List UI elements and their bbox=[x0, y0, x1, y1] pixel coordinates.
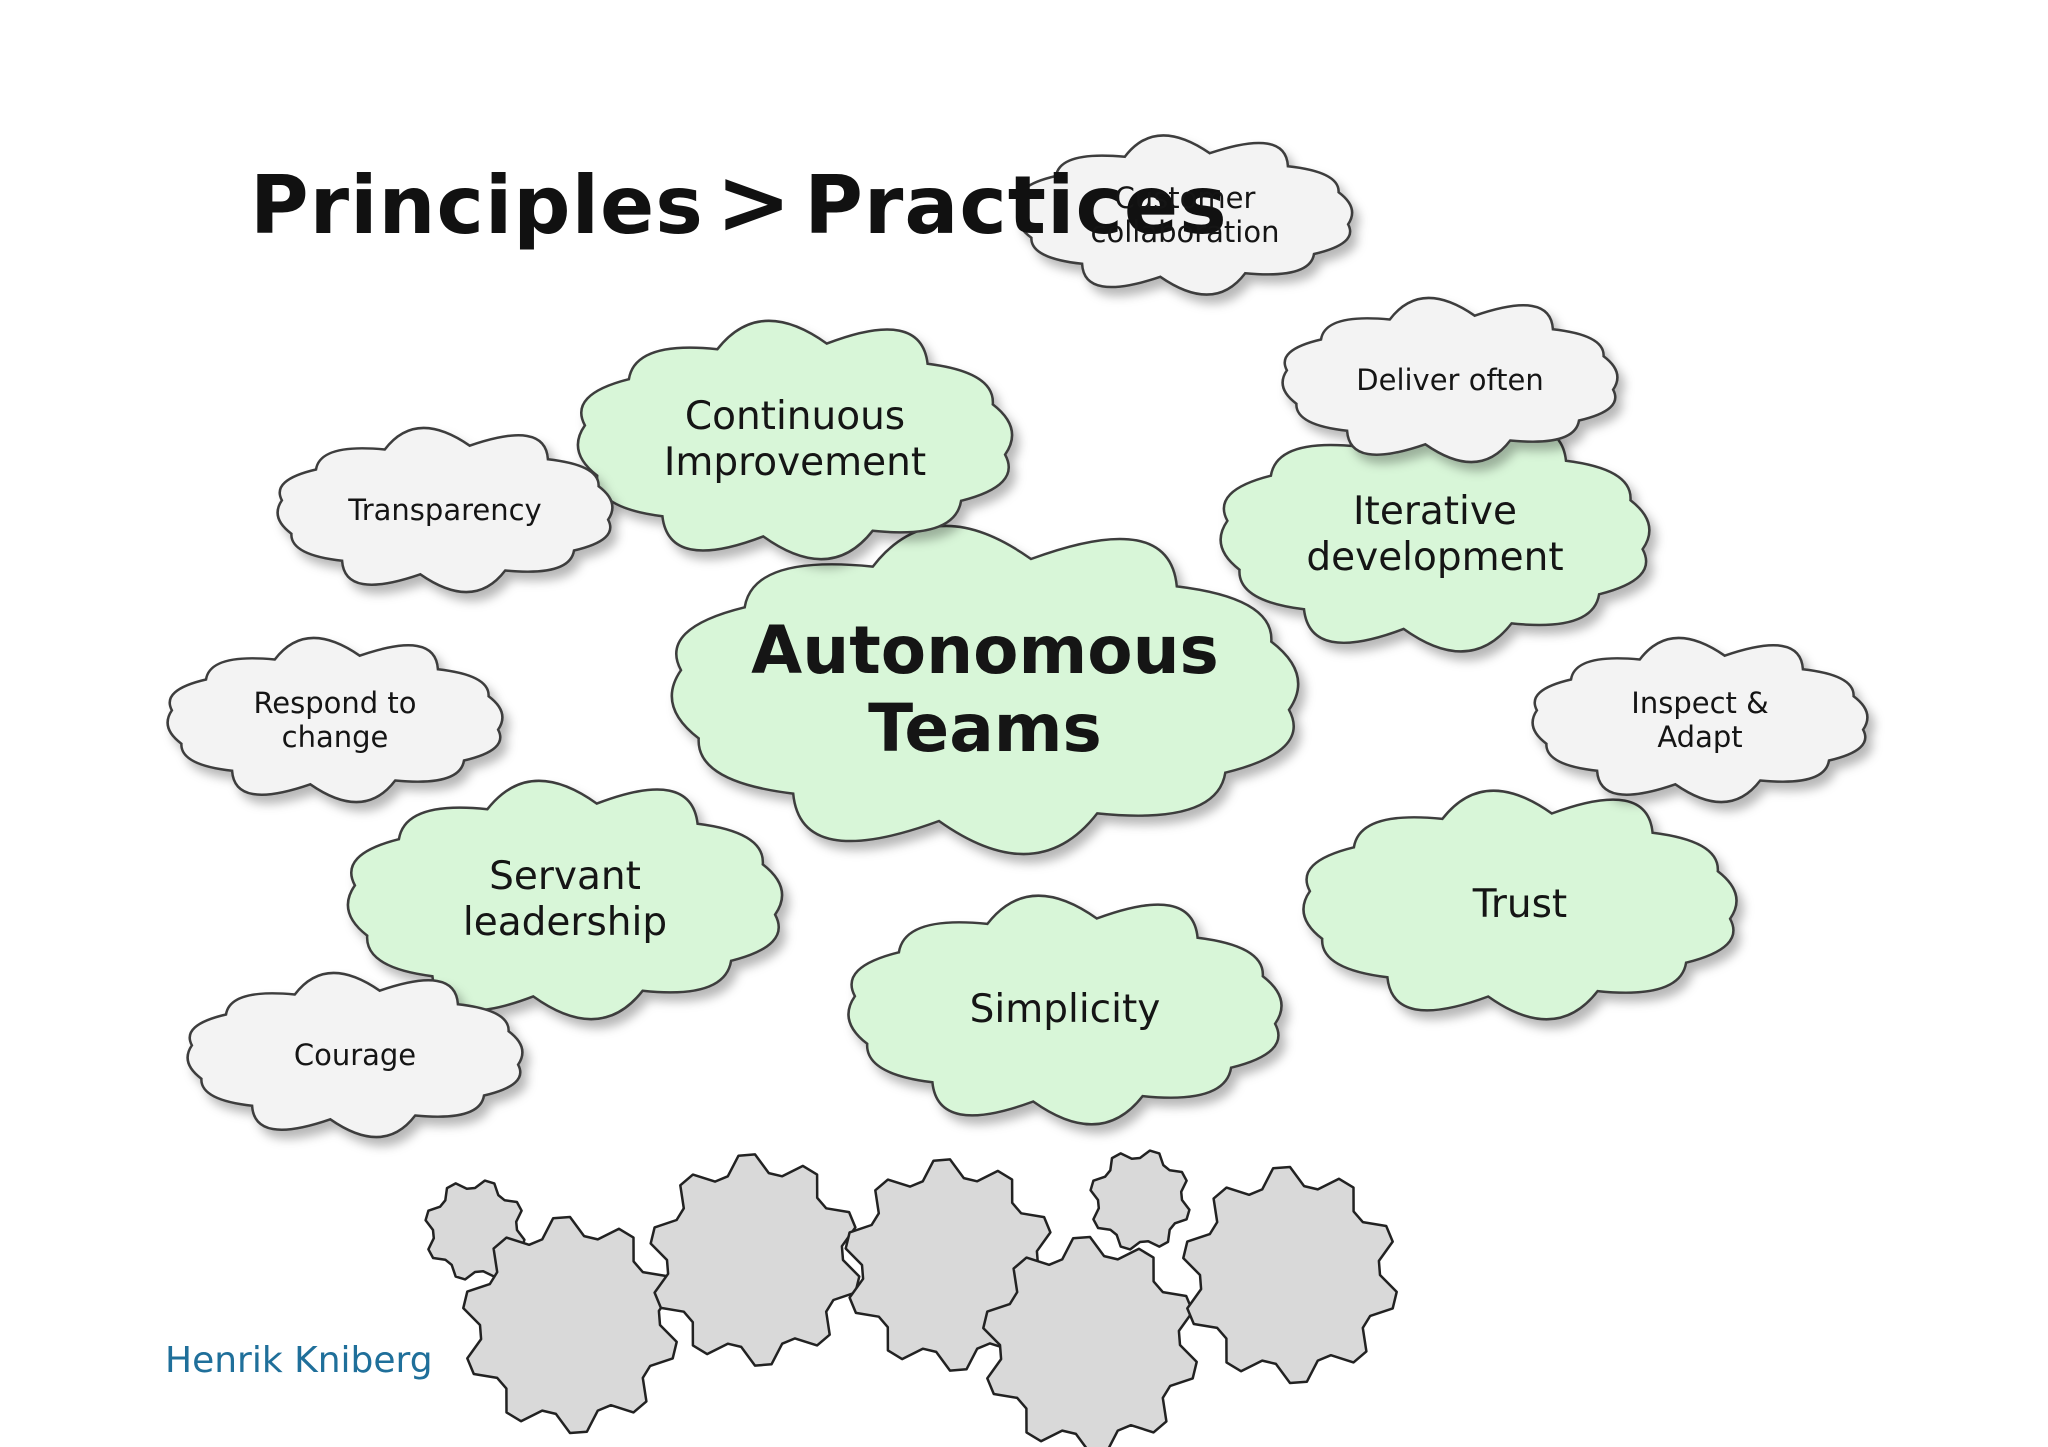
cloud-label-inspect-adapt: Inspect &Adapt bbox=[1631, 686, 1768, 754]
cloud-label-line: Transparency bbox=[348, 492, 542, 527]
gear-icon bbox=[462, 1215, 678, 1435]
cloud-label-line: Deliver often bbox=[1356, 362, 1544, 397]
cloud-label-line: Inspect & bbox=[1631, 685, 1769, 720]
title-greater-than: > bbox=[715, 150, 793, 255]
cloud-layer bbox=[166, 134, 1869, 1139]
cloud-autonomous-teams bbox=[670, 524, 1300, 856]
cloud-continuous-improvement bbox=[576, 319, 1014, 561]
cloud-label-line: leadership bbox=[462, 900, 668, 945]
cloud-label-line: Improvement bbox=[663, 440, 927, 485]
gear-icon bbox=[982, 1235, 1198, 1447]
cloud-label-line: change bbox=[281, 720, 389, 754]
cloud-label-transparency: Transparency bbox=[348, 493, 541, 527]
cloud-label-line: Continuous bbox=[684, 393, 906, 439]
cloud-trust bbox=[1302, 789, 1738, 1021]
page-title: Principles>Practices bbox=[250, 150, 1228, 255]
cloud-label-line: Customer bbox=[1114, 180, 1256, 215]
cloud-iterative-development bbox=[1219, 417, 1651, 653]
cloud-label-line: Teams bbox=[868, 690, 1102, 767]
cloud-label-line: Servant bbox=[489, 853, 641, 899]
cloud-inspect-adapt bbox=[1531, 636, 1869, 804]
cloud-label-deliver-often: Deliver often bbox=[1356, 363, 1543, 397]
cloud-transparency bbox=[276, 426, 614, 594]
cloud-label-line: collaboration bbox=[1090, 215, 1280, 249]
cloud-label-simplicity: Simplicity bbox=[970, 987, 1161, 1033]
gear-cluster bbox=[424, 1149, 1398, 1447]
cloud-servant-leadership bbox=[346, 779, 784, 1021]
cloud-label-line: Iterative bbox=[1353, 488, 1517, 534]
cloud-label-line: Trust bbox=[1472, 881, 1568, 927]
cloud-label-line: Autonomous bbox=[751, 612, 1219, 690]
gear-icon bbox=[649, 1153, 861, 1367]
cloud-label-trust: Trust bbox=[1473, 882, 1567, 928]
cloud-label-line: Simplicity bbox=[969, 986, 1161, 1032]
cloud-label-line: development bbox=[1306, 535, 1564, 580]
cloud-courage bbox=[186, 971, 524, 1139]
cloud-label-line: Adapt bbox=[1657, 720, 1743, 754]
cloud-label-courage: Courage bbox=[294, 1038, 416, 1072]
cloud-label-line: Respond to bbox=[253, 685, 417, 720]
cloud-customer-collaboration bbox=[1016, 134, 1354, 296]
cloud-respond-to-change bbox=[166, 636, 504, 804]
author-credit: Henrik Kniberg bbox=[165, 1340, 433, 1381]
gear-icon bbox=[1182, 1165, 1398, 1385]
cloud-label-line: Courage bbox=[293, 1037, 417, 1072]
title-practices: Practices bbox=[804, 159, 1228, 252]
cloud-simplicity bbox=[847, 894, 1283, 1126]
cloud-deliver-often bbox=[1281, 296, 1619, 464]
title-principles: Principles bbox=[250, 159, 704, 252]
gear-icon bbox=[1089, 1149, 1191, 1251]
